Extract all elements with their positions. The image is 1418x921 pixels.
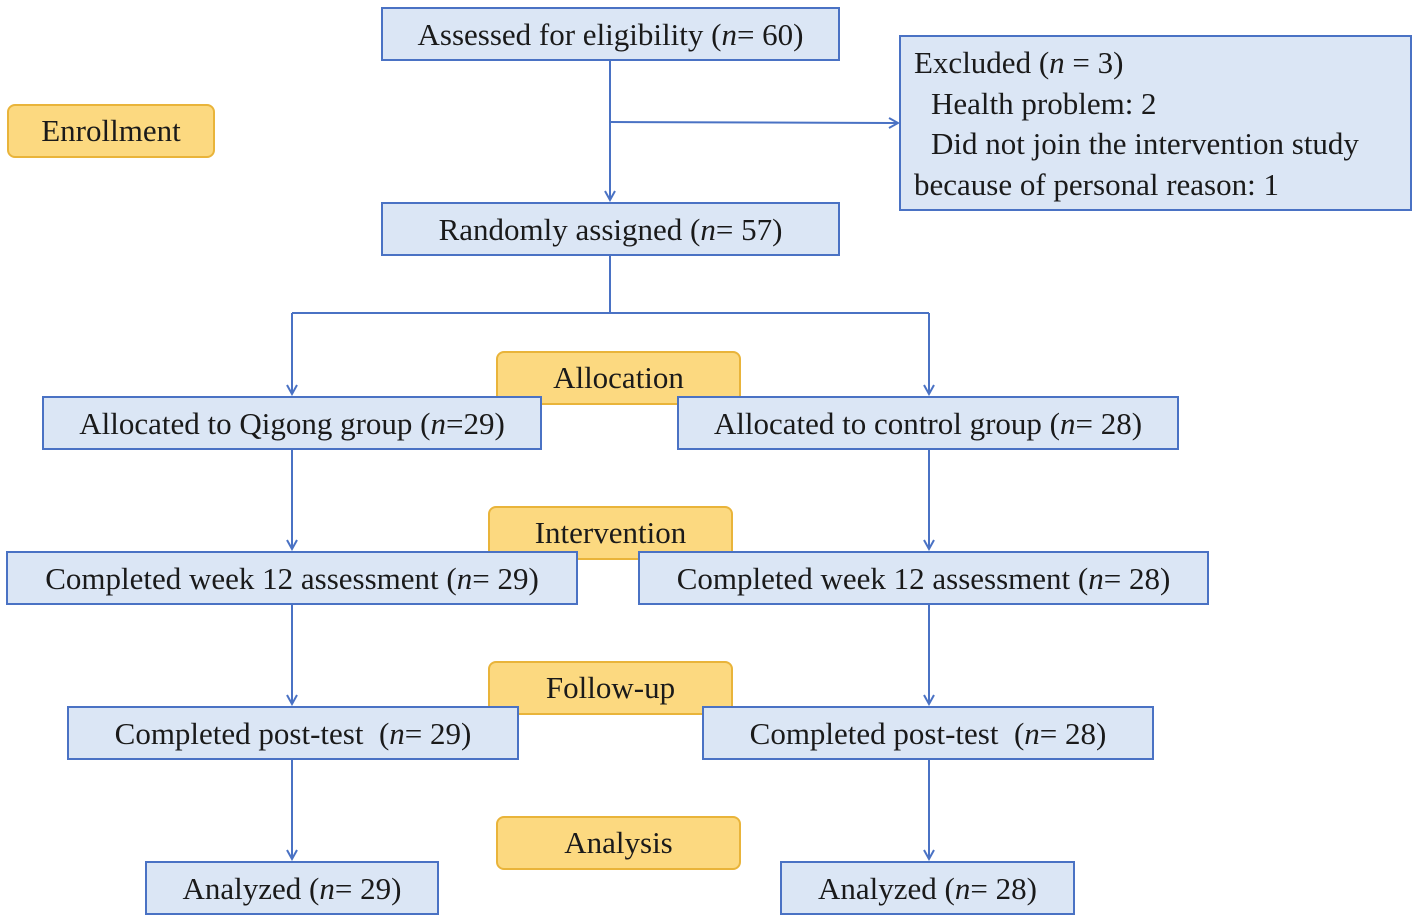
right-analyzed-count: = 28) (970, 870, 1037, 906)
excluded-personal-reason: because of personal reason: 1 (914, 166, 1279, 202)
excluded-health-problem: Health problem: 2 (931, 85, 1157, 121)
randomized-box: Randomly assigned (n = 57) (381, 202, 840, 256)
right-posttest-label: Completed post-test ( (749, 715, 1025, 751)
assessed-count: = 60) (736, 16, 804, 52)
left-posttest-n-symbol: n (389, 715, 405, 751)
left-posttest-label: Completed post-test ( (114, 715, 390, 751)
left-allocated-count: =29) (445, 405, 505, 441)
assessed-label: Assessed for eligibility ( (417, 16, 722, 52)
left-posttest-count: = 29) (404, 715, 472, 751)
right-allocated-label: Allocated to control group ( (713, 405, 1060, 441)
left-posttest-box: Completed post-test (n = 29) (67, 706, 519, 760)
excluded-not-join: Did not join the intervention study (931, 126, 1359, 161)
arrow-to-excluded (609, 122, 898, 123)
right-week12-box: Completed week 12 assessment (n = 28) (638, 551, 1209, 605)
randomized-n-symbol: n (700, 211, 716, 247)
assessed-n-symbol: n (721, 16, 737, 52)
left-analyzed-box: Analyzed (n = 29) (145, 861, 439, 915)
excluded-box: Excluded (n = 3) Health problem: 2 Did n… (899, 35, 1412, 211)
left-week12-box: Completed week 12 assessment (n = 29) (6, 551, 578, 605)
excluded-n-symbol: n (1049, 45, 1065, 80)
left-allocated-label: Allocated to Qigong group ( (79, 405, 431, 441)
left-allocated-n-symbol: n (430, 405, 446, 441)
right-week12-label: Completed week 12 assessment ( (676, 560, 1089, 596)
assessed-box: Assessed for eligibility (n = 60) (381, 7, 840, 61)
randomized-count: = 57) (715, 211, 783, 247)
stage-followup: Follow-up (488, 661, 733, 715)
right-week12-count: = 28) (1103, 560, 1171, 596)
left-allocated-box: Allocated to Qigong group (n=29) (42, 396, 542, 450)
right-analyzed-box: Analyzed (n = 28) (780, 861, 1075, 915)
stage-enrollment: Enrollment (7, 104, 215, 158)
left-week12-count: = 29) (472, 560, 539, 596)
randomized-label: Randomly assigned ( (438, 211, 701, 247)
left-analyzed-count: = 29) (334, 870, 402, 906)
right-allocated-n-symbol: n (1060, 405, 1076, 441)
excluded-label: Excluded ( (914, 45, 1050, 80)
excluded-count: = 3) (1064, 45, 1124, 80)
left-analyzed-n-symbol: n (319, 870, 335, 906)
right-allocated-box: Allocated to control group (n = 28) (677, 396, 1179, 450)
right-posttest-box: Completed post-test (n = 28) (702, 706, 1154, 760)
left-week12-label: Completed week 12 assessment ( (45, 560, 457, 596)
right-posttest-count: = 28) (1039, 715, 1107, 751)
right-allocated-count: = 28) (1075, 405, 1143, 441)
right-week12-n-symbol: n (1088, 560, 1104, 596)
right-analyzed-n-symbol: n (954, 870, 971, 906)
right-analyzed-label: Analyzed ( (818, 870, 955, 906)
excluded-title: Excluded (n = 3) (914, 43, 1410, 84)
left-analyzed-label: Analyzed ( (182, 870, 320, 906)
stage-analysis: Analysis (496, 816, 741, 870)
left-week12-n-symbol: n (456, 560, 473, 596)
right-posttest-n-symbol: n (1024, 715, 1040, 751)
